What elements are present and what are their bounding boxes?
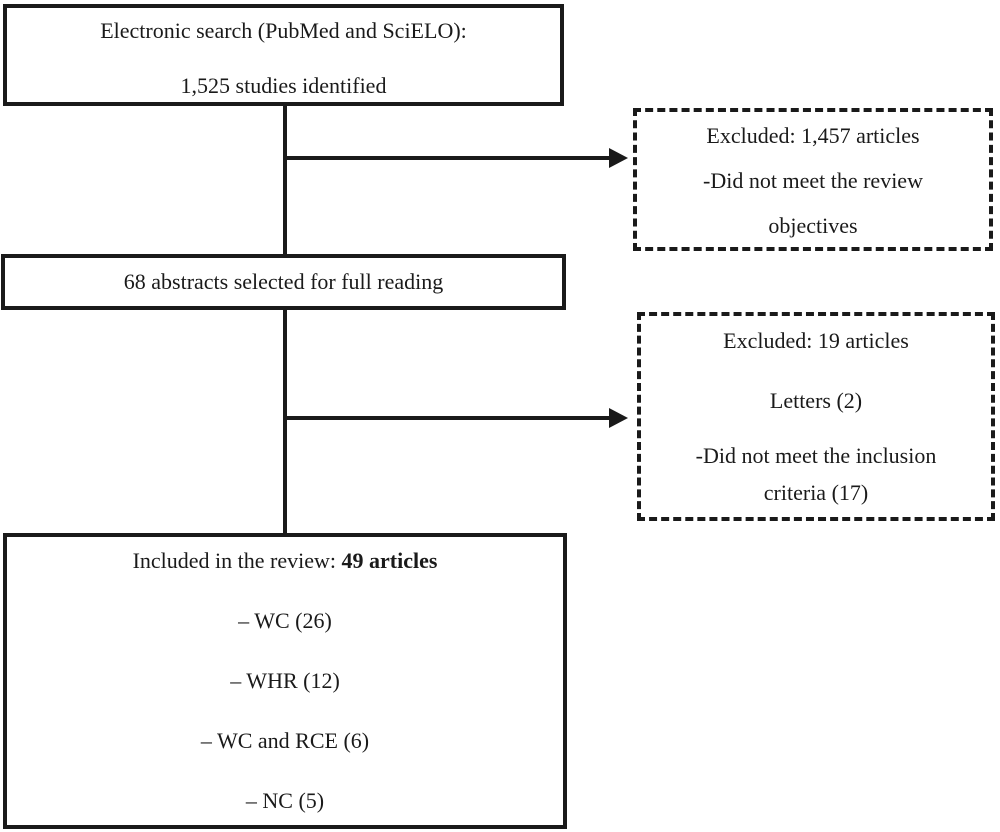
included-title-count: 49 articles <box>341 548 438 573</box>
identification-line-2: 1,525 studies identified <box>180 73 387 98</box>
excluded-first-box: Excluded: 1,457 articles -Did not meet t… <box>633 108 993 251</box>
arrow-excluded-second-line <box>285 416 609 420</box>
excluded-first-line-2: -Did not meet the review <box>703 168 923 193</box>
included-title: Included in the review: 49 articles <box>133 549 438 573</box>
arrow-excluded-first-line <box>285 156 609 160</box>
included-title-prefix: Included in the review: <box>132 548 342 573</box>
excluded-second-line-1: Excluded: 19 articles <box>723 328 909 353</box>
included-item-wc-rce: – WC and RCE (6) <box>200 728 370 753</box>
screening-line-1: 68 abstracts selected for full reading <box>123 269 444 294</box>
included-item-nc: – NC (5) <box>245 788 325 813</box>
identification-box: Electronic search (PubMed and SciELO): 1… <box>3 4 564 106</box>
excluded-first-line-3: objectives <box>768 213 858 238</box>
included-item-wc: – WC (26) <box>238 608 332 633</box>
connector-identification-screening <box>283 106 287 254</box>
arrowhead-right-icon <box>609 148 628 168</box>
included-box: Included in the review: 49 articles – WC… <box>3 533 567 829</box>
excluded-second-line-3: -Did not meet the inclusion criteria (17… <box>695 443 937 505</box>
connector-screening-included <box>283 310 287 533</box>
excluded-second-box: Excluded: 19 articles Letters (2) -Did n… <box>637 312 995 521</box>
excluded-first-line-1: Excluded: 1,457 articles <box>706 123 920 148</box>
arrowhead-right-icon <box>609 408 628 428</box>
identification-line-1: Electronic search (PubMed and SciELO): <box>100 18 467 43</box>
screening-box: 68 abstracts selected for full reading <box>1 254 566 310</box>
excluded-second-line-2: Letters (2) <box>769 388 863 413</box>
included-item-whr: – WHR (12) <box>230 668 340 693</box>
